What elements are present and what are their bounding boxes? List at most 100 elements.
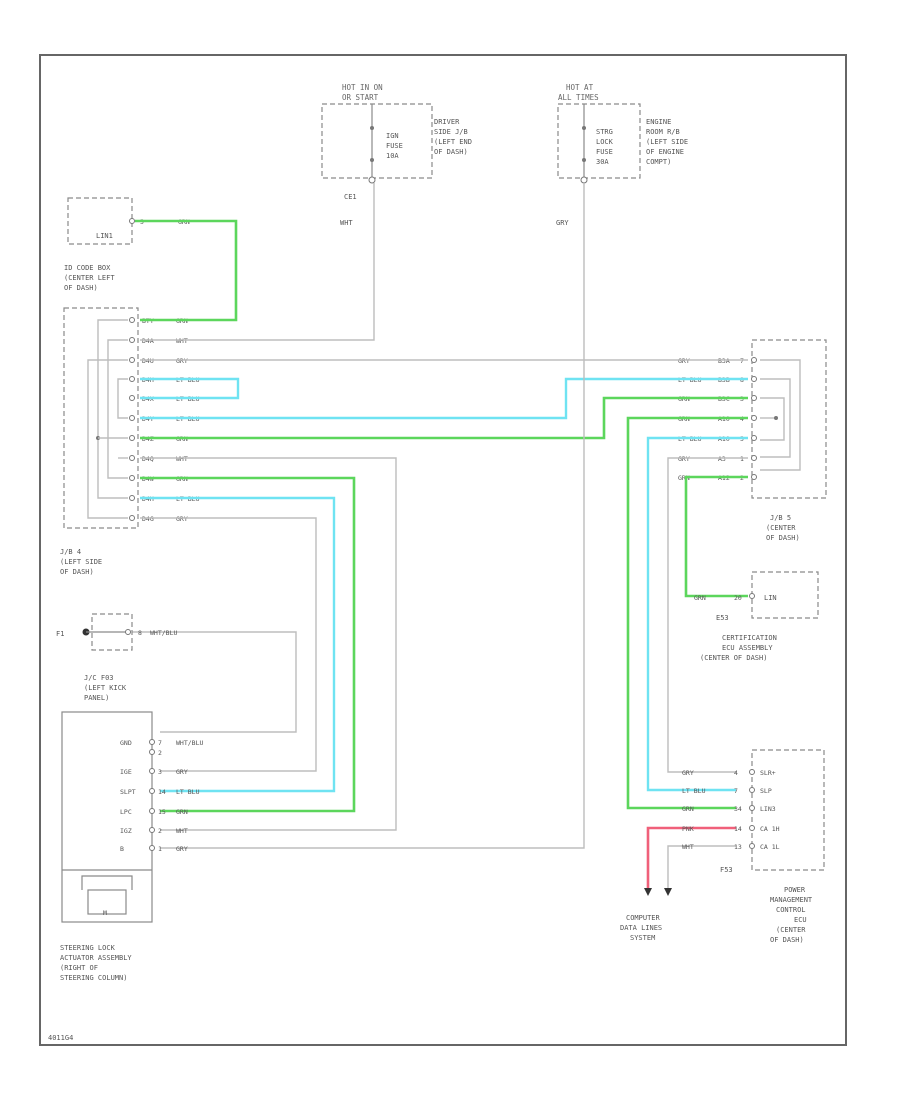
cert-ecu-box: [751, 571, 819, 619]
jb5-terminal-1: [751, 376, 757, 382]
steering-pin-wire-5: WHT: [176, 827, 188, 835]
fuse-strg-wire-color: GRY: [556, 219, 569, 227]
wire-d4w-lpc: [140, 476, 356, 813]
jb5-name1: J/B 5: [770, 514, 791, 522]
steering-pin-label-3: SLPT: [120, 788, 136, 796]
steering-terminal-5: [149, 827, 155, 833]
steering-name4: STEERING COLUMN): [60, 974, 127, 982]
wire-a3-slr: [667, 457, 748, 773]
pm-wire-1: LT BLU: [682, 787, 706, 795]
wire-d4g-ige: [140, 517, 317, 772]
steering-terminal-3: [149, 788, 155, 794]
jb4-code-10: D4G: [142, 515, 154, 523]
steering-name1: STEERING LOCK: [60, 944, 116, 952]
wire-a10-lin3: [626, 416, 748, 810]
fuse-strg-loc1: ENGINE: [646, 118, 671, 126]
pm-terminal-2: [749, 805, 755, 811]
cdl-arrow-2: [664, 888, 672, 896]
jb4-terminal-6: [129, 435, 135, 441]
steering-terminal-0: [149, 739, 155, 745]
pm-label-2: LIN3: [760, 805, 776, 813]
wire-a12-cert: [684, 475, 748, 598]
fuse-strg-node-top: [582, 126, 586, 130]
jb5-wire-0: GRY: [678, 357, 690, 365]
id-code-box: LIN1 5 GRN ID CODE BOX (CENTER LEFT OF D…: [64, 197, 190, 292]
pm-terminal-4: [749, 843, 755, 849]
wires: [87, 183, 801, 888]
steering-pin-num-0: 7: [158, 739, 162, 747]
wire-ce1-d4a: [140, 183, 375, 341]
cdl-line1: COMPUTER: [626, 914, 661, 922]
jb4-wire-7: WHT: [176, 455, 188, 463]
pm-pin-3: 14: [734, 825, 742, 833]
jb4-code-7: D4Q: [142, 455, 154, 463]
wire-d4z-b3c: [140, 396, 748, 440]
pm-ecu-name4: ECU: [794, 916, 807, 924]
wire-idbox-bty: [135, 219, 238, 322]
cert-ecu-lin: LIN: [764, 594, 777, 602]
fuse-strg-header2: ALL TIMES: [558, 93, 599, 102]
steering-pin-label-0: GND: [120, 739, 132, 747]
cert-ecu-wire: GRN: [694, 594, 706, 602]
steering-pin-num-6: 1: [158, 845, 162, 853]
cert-ecu-name1: CERTIFICATION: [722, 634, 777, 642]
steering-lock-body: [61, 711, 153, 923]
jb5-wire-5: GRY: [678, 455, 690, 463]
ground-pin: 8: [138, 629, 142, 637]
fuse-ign-connector: CE1: [344, 193, 357, 201]
wire-strg-fuse-b: [160, 183, 585, 849]
jb5-name3: OF DASH): [766, 534, 800, 542]
wire-d4h-d4x-loop: [140, 377, 240, 400]
jb4-terminal-4: [129, 395, 135, 401]
jc-name2: (LEFT KICK: [84, 684, 127, 692]
jb5-terminal-5: [751, 455, 757, 461]
fuse-strg-node-bottom: [582, 158, 586, 162]
fuse-strg-name1: STRG: [596, 128, 613, 136]
jb4-name3: OF DASH): [60, 568, 94, 576]
pm-label-1: SLP: [760, 787, 772, 795]
fuse-strg-box: [557, 103, 641, 179]
pm-pin-1: 7: [734, 787, 738, 795]
jb4-code-1: D4A: [142, 337, 154, 345]
id-code-box-name2: (CENTER LEFT: [64, 274, 115, 282]
id-code-box-terminal: [129, 218, 135, 224]
steering-pin-wire-3: LT BLU: [176, 788, 200, 796]
computer-data-lines: COMPUTER DATA LINES SYSTEM: [620, 888, 672, 942]
jc-name1: J/C F03: [84, 674, 114, 682]
fuse-strg-loc5: COMPT): [646, 158, 671, 166]
jc-f03-box: [91, 613, 133, 651]
steering-pin-wire-4: GRN: [176, 808, 188, 816]
steering-pin-num-5: 2: [158, 827, 162, 835]
steering-name2: ACTUATOR ASSEMBLY: [60, 954, 132, 962]
cert-ecu-name2: ECU ASSEMBLY: [722, 644, 773, 652]
jb5-pin-0: 7: [740, 357, 744, 365]
steering-motor-box: [87, 889, 127, 915]
fuse-strg-lock: HOT AT ALL TIMES STRG LOCK FUSE 30A ENGI…: [556, 83, 688, 227]
jb5-terminal-0: [751, 357, 757, 363]
wire-d4h-slpt: [140, 496, 336, 793]
steering-motor-label: M: [103, 909, 107, 917]
fuse-ign: HOT IN ON OR START IGN FUSE 10A DRIVER S…: [321, 83, 472, 227]
pm-wire-2: GRN: [682, 805, 694, 813]
diagram-frame: [39, 54, 847, 1046]
fuse-strg-name2: LOCK: [596, 138, 614, 146]
steering-name3: (RIGHT OF: [60, 964, 98, 972]
jb4-terminal-8: [129, 475, 135, 481]
jb4-terminal-2: [129, 357, 135, 363]
diagram-footer-code: 4011G4: [48, 1034, 73, 1042]
jb4-internal-b: [107, 339, 128, 479]
cert-ecu-terminal: [749, 593, 755, 599]
pm-wire-3: PNK: [682, 825, 694, 833]
jb4-code-2: D4U: [142, 357, 154, 365]
fuse-strg-rating: 30A: [596, 158, 609, 166]
pm-ecu-name1: POWER: [784, 886, 806, 894]
steering-terminal-6: [149, 845, 155, 851]
jb4-internal-a: [97, 319, 128, 499]
cdl-line3: SYSTEM: [630, 934, 655, 942]
ground-label: F1: [56, 630, 64, 638]
fuse-ign-box: [321, 103, 433, 179]
